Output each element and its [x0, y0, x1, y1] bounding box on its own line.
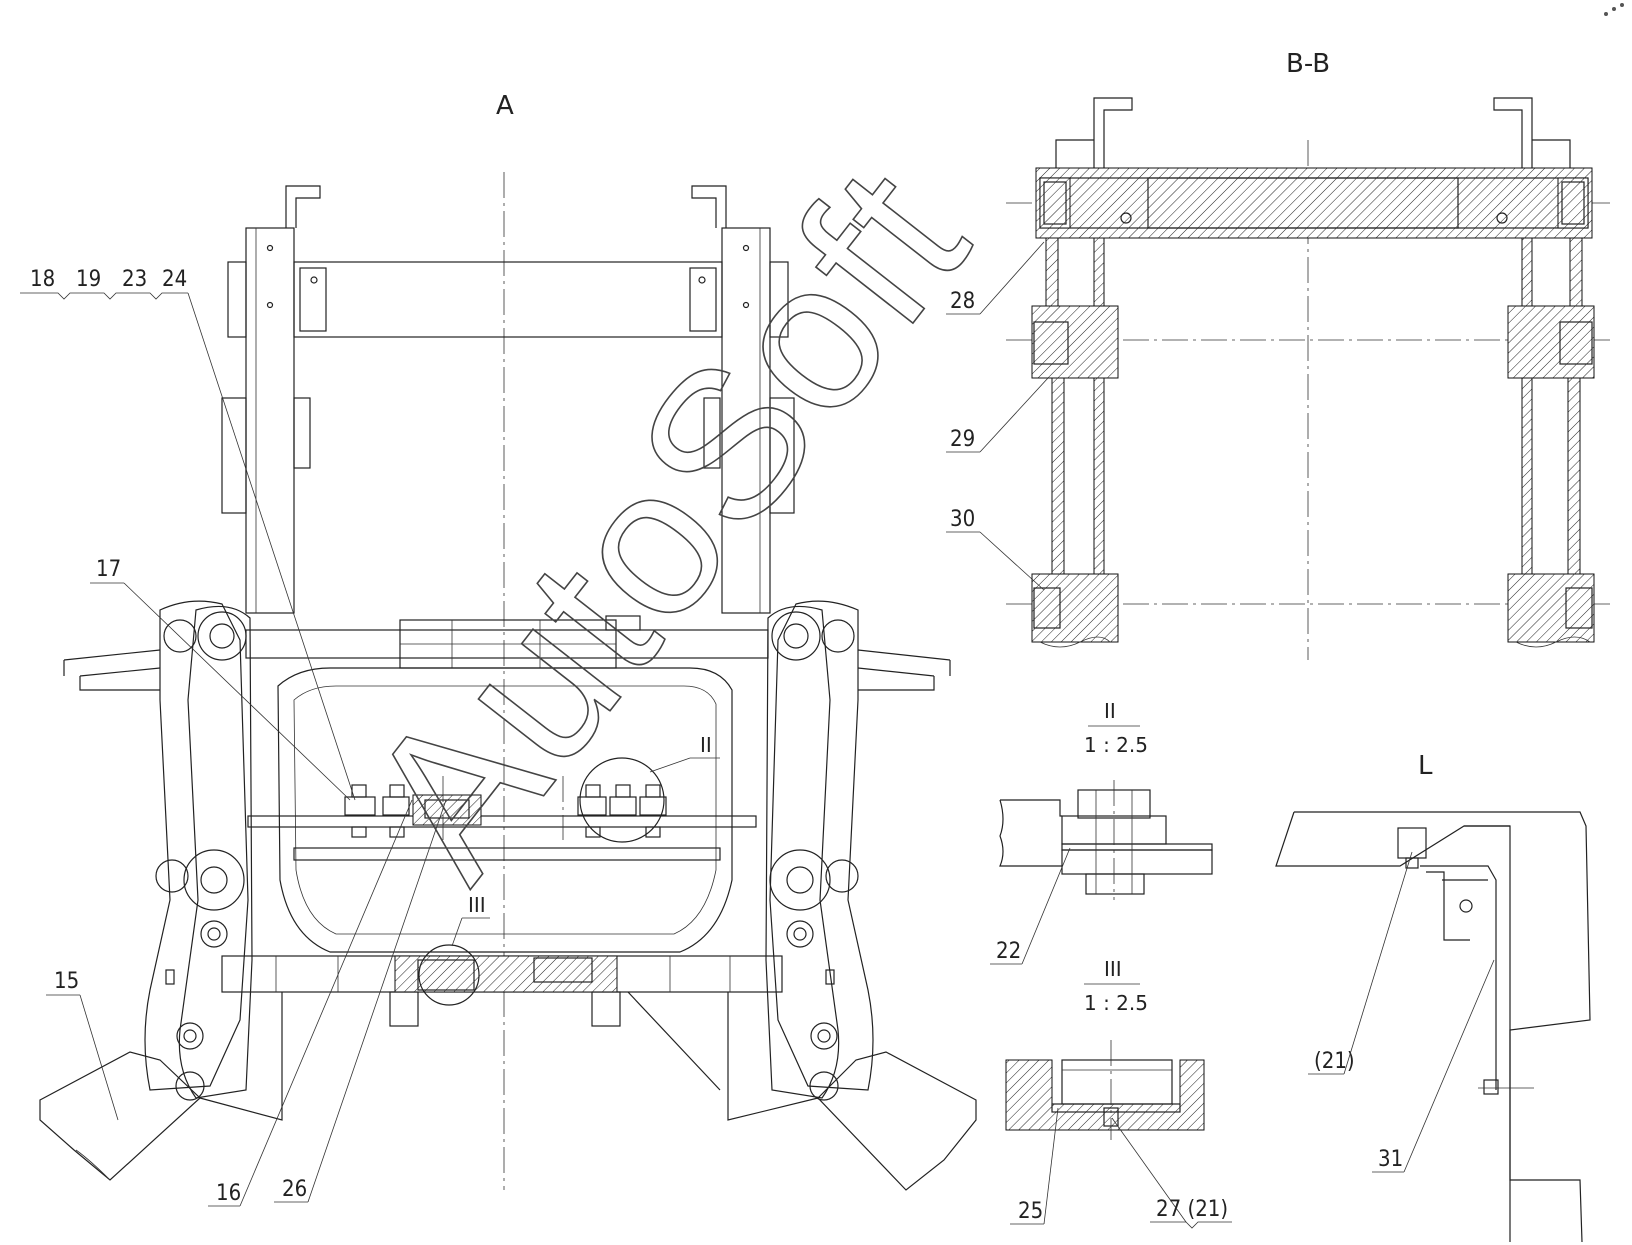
- callout-24: 24: [162, 267, 187, 292]
- detail-iii-scale: 1 : 2.5: [1084, 991, 1148, 1015]
- callout-18: 18: [30, 267, 55, 292]
- callout-15: 15: [54, 969, 79, 994]
- detail-ii-title: II: [1104, 699, 1116, 723]
- carriage-frame: [221, 615, 783, 1027]
- section-b-b: B-B: [946, 49, 1610, 660]
- callout-25: 25: [1018, 1199, 1043, 1224]
- callout-26: 26: [282, 1177, 307, 1202]
- upper-mast: [221, 185, 795, 614]
- callout-22: 22: [996, 939, 1021, 964]
- right-lift-arm: [627, 600, 977, 1191]
- callout-16: 16: [216, 1181, 241, 1206]
- bolt-row: [344, 776, 667, 840]
- callout-29: 29: [950, 427, 975, 452]
- callout-27: 27 (21): [1156, 1197, 1228, 1222]
- view-l-title: L: [1418, 751, 1433, 781]
- detail-iii-title: III: [1104, 957, 1122, 981]
- section-title: B-B: [1286, 49, 1330, 79]
- detail-ii-circle: [579, 757, 665, 843]
- section-callouts: 28 29 30: [946, 241, 1049, 591]
- detail-ii: II 1 : 2.5 22: [990, 699, 1213, 965]
- front-view-title: A: [496, 91, 514, 121]
- callout-17: 17: [96, 557, 121, 582]
- left-lift-arm: [39, 600, 283, 1181]
- detail-ii-scale: 1 : 2.5: [1084, 733, 1148, 757]
- detail-iii-circle: [418, 944, 480, 1006]
- callout-28: 28: [950, 289, 975, 314]
- callout-23: 23: [122, 267, 147, 292]
- callout-31: 31: [1378, 1147, 1403, 1172]
- view-l: L (21) 31: [1275, 751, 1591, 1243]
- front-callouts: 18 19 23 24 17 15 16 26: [20, 267, 447, 1207]
- callout-19: 19: [76, 267, 101, 292]
- callout-30: 30: [950, 507, 975, 532]
- front-view-a: A: [20, 91, 977, 1207]
- detail-iii: III 1 : 2.5 25 27 (21): [1005, 957, 1232, 1229]
- detail-ii-marker: II: [700, 733, 712, 757]
- corner-mark: [1604, 3, 1624, 16]
- detail-iii-marker: III: [468, 893, 486, 917]
- callout-21: (21): [1314, 1049, 1355, 1074]
